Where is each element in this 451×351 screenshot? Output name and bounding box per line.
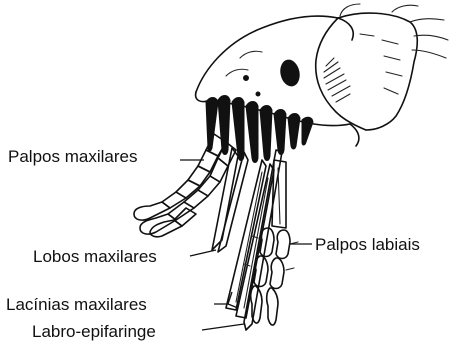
label-palpos-labiais: Palpos labiais bbox=[315, 235, 420, 254]
leader-lobos-maxilares bbox=[190, 250, 216, 256]
maxillary-palp-drawing bbox=[134, 134, 236, 237]
label-labro-epifaringe: Labro-epifaringe bbox=[32, 322, 156, 341]
thorax bbox=[316, 4, 448, 146]
label-palpos-maxilares: Palpos maxilares bbox=[8, 147, 137, 166]
label-lacinias-maxilares: Lacínias maxilares bbox=[6, 295, 147, 314]
label-lobos-maxilares: Lobos maxilares bbox=[33, 247, 157, 266]
leader-labro-epifaringe bbox=[202, 324, 244, 330]
genal-comb bbox=[206, 96, 313, 163]
compound-eye bbox=[278, 58, 301, 87]
